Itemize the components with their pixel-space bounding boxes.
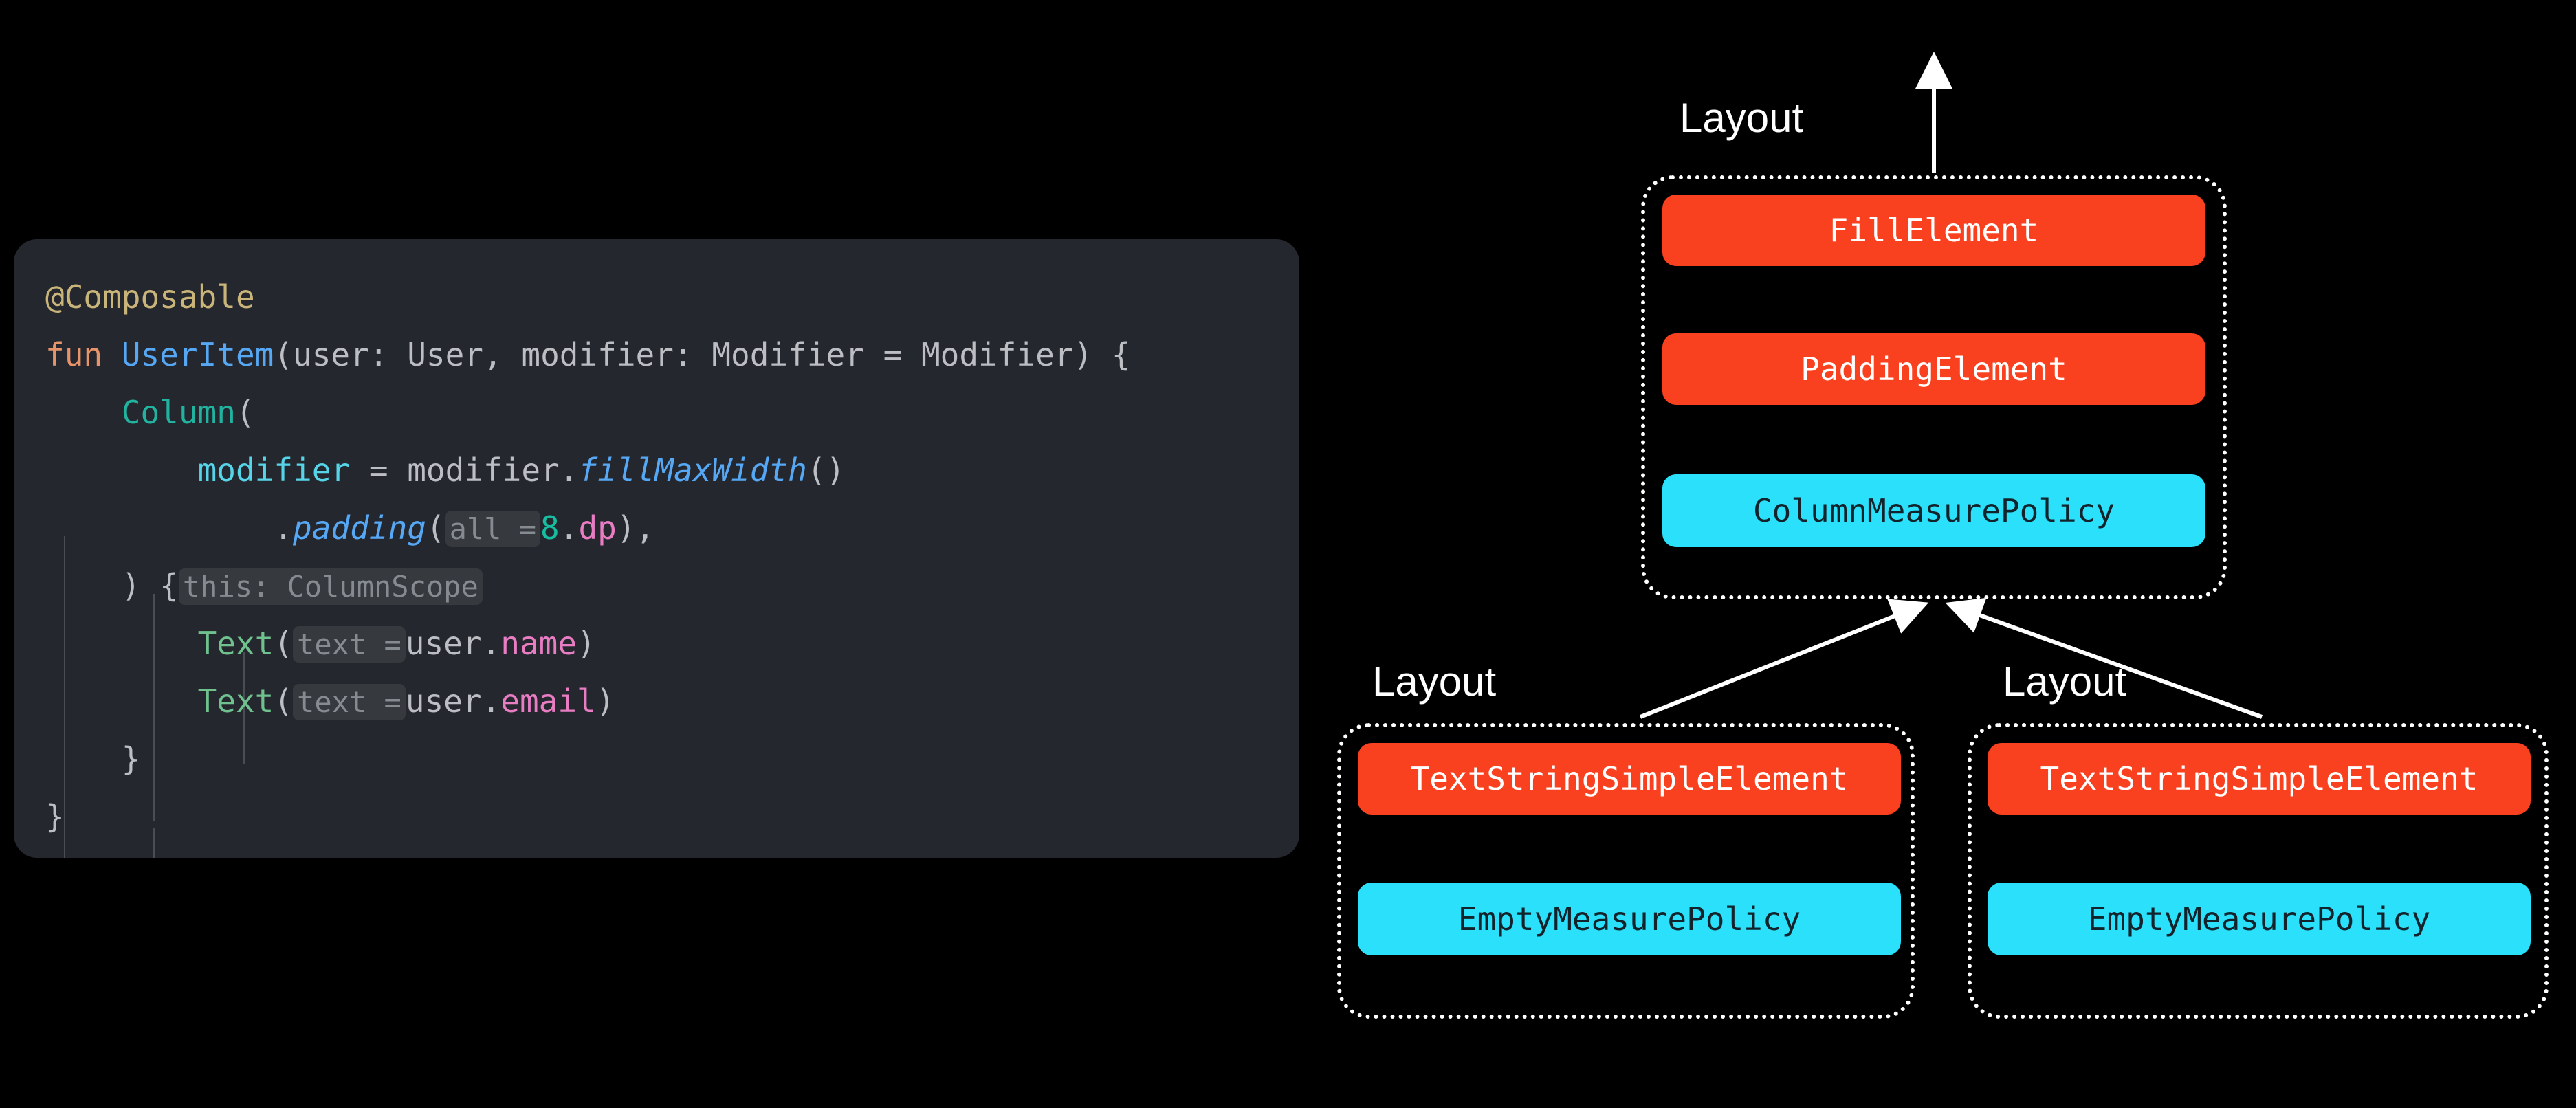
code-token: email: [500, 683, 596, 720]
code-line: Text(text =user.email): [45, 672, 1299, 730]
code-token: .: [559, 509, 579, 546]
code-token: (: [274, 625, 294, 662]
code-token: ): [595, 683, 615, 720]
code-token: = modifier.: [350, 452, 579, 489]
code-token: fun: [45, 336, 122, 373]
right-layout-container: [1968, 723, 2549, 1019]
code-token: Column: [121, 394, 236, 431]
code-token: @Composable: [45, 278, 255, 315]
arrow-left-child-to-root: [1639, 599, 1929, 719]
code-line: ) {this: ColumnScope: [45, 557, 1299, 614]
code-token: UserItem: [121, 336, 274, 373]
code-token: 8: [540, 509, 560, 546]
code-block[interactable]: @Composable fun UserItem(user: User, modi…: [14, 268, 1299, 845]
node-empty-measure-policy-right[interactable]: EmptyMeasurePolicy: [1988, 883, 2531, 955]
inlay-hint: text =: [293, 684, 406, 720]
code-token: padding: [293, 509, 426, 546]
code-line: Text(text =user.name): [45, 614, 1299, 672]
code-token: ): [577, 625, 596, 662]
right-layout-label: Layout: [2003, 658, 2127, 705]
node-empty-measure-policy-left[interactable]: EmptyMeasurePolicy: [1358, 883, 1901, 955]
code-token: name: [500, 625, 577, 662]
root-layout-container: [1641, 175, 2227, 599]
code-token: (): [806, 452, 846, 489]
code-line: }: [45, 788, 1299, 845]
code-token: user.: [405, 683, 501, 720]
code-token: user.: [405, 625, 501, 662]
node-text-string-simple-element-left[interactable]: TextStringSimpleElement: [1358, 743, 1901, 815]
left-layout-container: [1337, 723, 1915, 1019]
code-line: }: [45, 730, 1299, 788]
node-column-measure-policy[interactable]: ColumnMeasurePolicy: [1662, 474, 2205, 547]
inlay-hint: text =: [293, 626, 406, 663]
node-text-string-simple-element-right[interactable]: TextStringSimpleElement: [1988, 743, 2531, 815]
code-token: [45, 625, 198, 662]
code-token: [45, 394, 122, 431]
code-line: modifier = modifier.fillMaxWidth(): [45, 441, 1299, 499]
code-token: dp: [578, 509, 617, 546]
code-token: }: [45, 798, 65, 835]
code-token: [45, 452, 198, 489]
indent-guide: [153, 594, 155, 821]
code-token: ) {: [45, 567, 179, 604]
code-token: (: [235, 394, 255, 431]
inlay-hint: this: ColumnScope: [178, 568, 483, 605]
indent-guide: [243, 652, 245, 764]
code-token: [45, 683, 198, 720]
code-line: Column(: [45, 384, 1299, 441]
code-token: Text: [197, 625, 274, 662]
code-line: .padding(all =8.dp),: [45, 499, 1299, 557]
code-editor-panel: @Composable fun UserItem(user: User, modi…: [14, 239, 1299, 858]
code-token: .: [45, 509, 294, 546]
code-token: (: [274, 683, 294, 720]
indent-guide: [64, 536, 65, 858]
code-token: ),: [616, 509, 655, 546]
left-layout-label: Layout: [1372, 658, 1497, 705]
node-fill-element[interactable]: FillElement: [1662, 195, 2205, 266]
code-line: @Composable: [45, 268, 1299, 326]
code-token: (user: User, modifier: Modifier = Modifi…: [274, 336, 1131, 373]
code-token: fillMaxWidth: [578, 452, 807, 489]
code-token: (: [426, 509, 445, 546]
inlay-hint: all =: [445, 511, 541, 547]
node-padding-element[interactable]: PaddingElement: [1662, 333, 2205, 405]
root-layout-label: Layout: [1680, 95, 1804, 141]
indent-guide: [153, 828, 155, 858]
code-token: modifier: [197, 452, 351, 489]
code-token: }: [45, 740, 141, 777]
code-token: Text: [197, 683, 274, 720]
code-line: fun UserItem(user: User, modifier: Modif…: [45, 326, 1299, 384]
